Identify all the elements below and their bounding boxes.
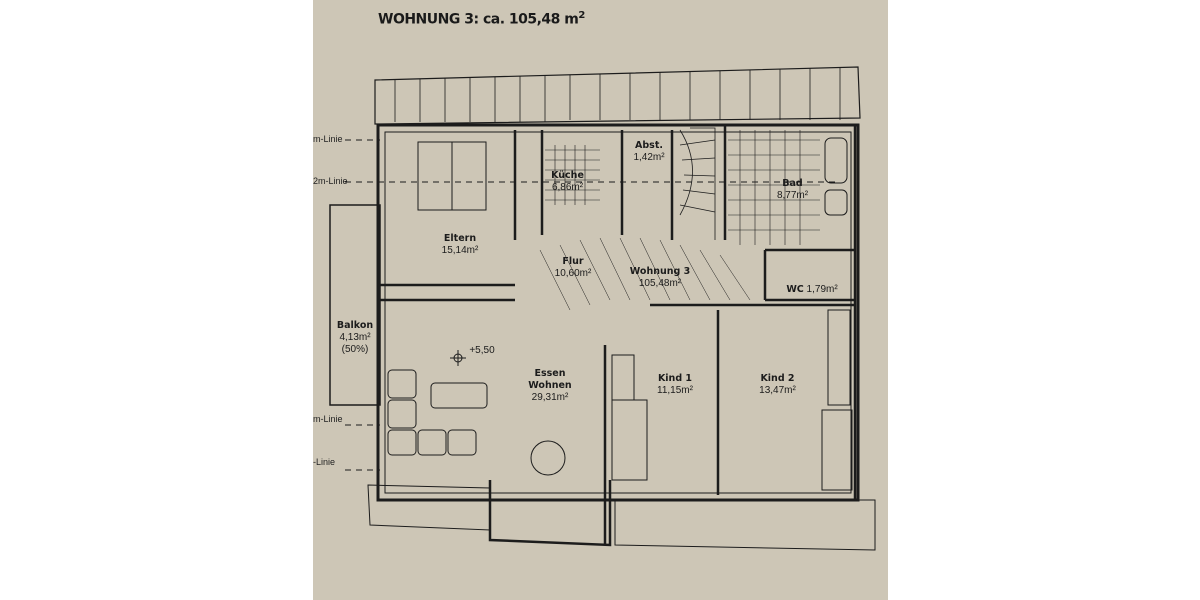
m-line-label: -Linie (313, 457, 336, 467)
room-abstellraum: Abst.1,42m² (633, 140, 665, 163)
m-line-label: m-Linie (313, 134, 343, 144)
m-line-label: m-Linie (313, 414, 343, 424)
plan-title: WOHNUNG 3: ca. 105,48 m2 (378, 10, 585, 28)
elevation-marker: +5,50 (469, 345, 495, 356)
room-wc: WC 1,79m² (786, 284, 838, 295)
m-line-label: 2m-Linie (313, 176, 348, 186)
